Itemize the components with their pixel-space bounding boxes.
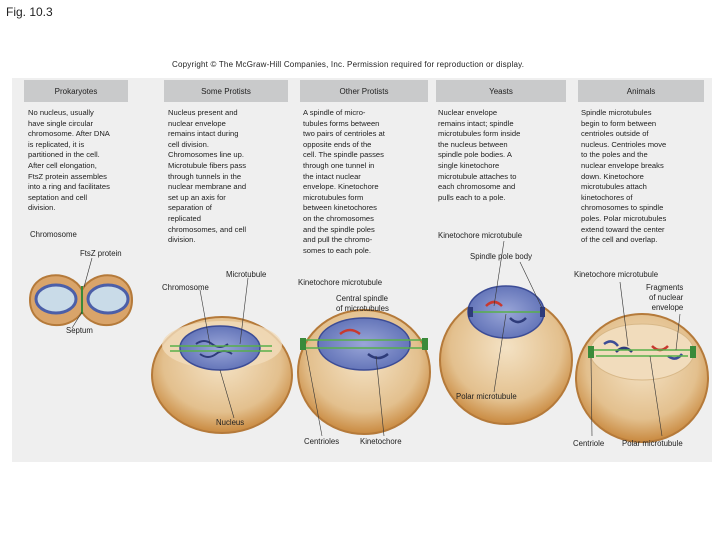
label-kinetochore-microtubule-animal: Kinetochore microtubule	[574, 270, 659, 279]
label-polar-microtubule-animal: Polar microtubule	[622, 439, 683, 448]
copyright-notice: Copyright © The McGraw-Hill Companies, I…	[172, 60, 525, 69]
label-centriole: Centriole	[573, 439, 605, 448]
chromosome-leader-line	[199, 289, 211, 346]
description-yeasts: Nuclear envelope remains intact; spindle…	[438, 108, 521, 202]
column-header-prokaryotes: Prokaryotes	[24, 80, 128, 102]
label-kinetochore: Kinetochore	[360, 437, 402, 446]
label-chromosome-prokaryote: Chromosome	[30, 230, 77, 239]
animal-cell	[575, 313, 709, 443]
label-fragments-nuclear-envelope: Fragments of nuclear envelope	[646, 283, 684, 312]
yeast-cell	[439, 285, 573, 425]
centriole-leader	[590, 357, 593, 437]
description-some-protists: Nucleus present and nuclear envelope rem…	[168, 108, 247, 245]
septum-leader-line	[71, 311, 83, 329]
ftsz-leader-line	[83, 257, 93, 288]
label-ftsz-protein: FtsZ protein	[80, 249, 122, 258]
label-spindle-pole-body: Spindle pole body	[470, 252, 532, 261]
spindle-pole-leader	[519, 261, 543, 309]
label-nucleus: Nucleus	[216, 418, 245, 427]
fragments-leader	[675, 313, 681, 351]
label-centrioles: Centrioles	[304, 437, 340, 446]
some-protists-cell	[151, 316, 293, 434]
column-header-some-protists: Some Protists	[164, 80, 288, 102]
description-prokaryotes: No nucleus, usually have single circular…	[28, 108, 110, 213]
microtubule-leader-line	[239, 277, 249, 345]
label-kinetochore-microtubule-yeast: Kinetochore microtubule	[438, 231, 523, 240]
column-header-yeasts: Yeasts	[436, 80, 566, 102]
polar-mt-animal-leader	[649, 355, 663, 437]
yeast-kinetochore-leader	[493, 240, 505, 307]
animal-kinetochore-leader	[619, 281, 629, 347]
label-central-spindle: Central spindle of microtubules	[336, 294, 389, 313]
label-chromosome-protist: Chromosome	[162, 283, 209, 292]
kinetochore-leader-line	[375, 355, 385, 437]
label-microtubule: Microtubule	[226, 270, 267, 279]
label-kinetochore-microtubule-other: Kinetochore microtubule	[298, 278, 383, 287]
nucleus-leader-line	[219, 369, 235, 419]
polar-mt-leader	[493, 313, 507, 393]
column-header-animals: Animals	[578, 80, 704, 102]
figure-label: Fig. 10.3	[6, 5, 53, 19]
centrioles-leader-line	[305, 349, 323, 437]
column-header-other-protists: Other Protists	[300, 80, 428, 102]
label-septum: Septum	[66, 326, 93, 335]
description-animals: Spindle microtubules begin to form betwe…	[581, 108, 667, 245]
label-polar-microtubule-yeast: Polar microtubule	[456, 392, 517, 401]
prokaryote-cell	[28, 274, 134, 327]
description-other-protists: A spindle of micro- tubules forms betwee…	[303, 108, 385, 255]
other-protists-cell	[297, 309, 431, 435]
